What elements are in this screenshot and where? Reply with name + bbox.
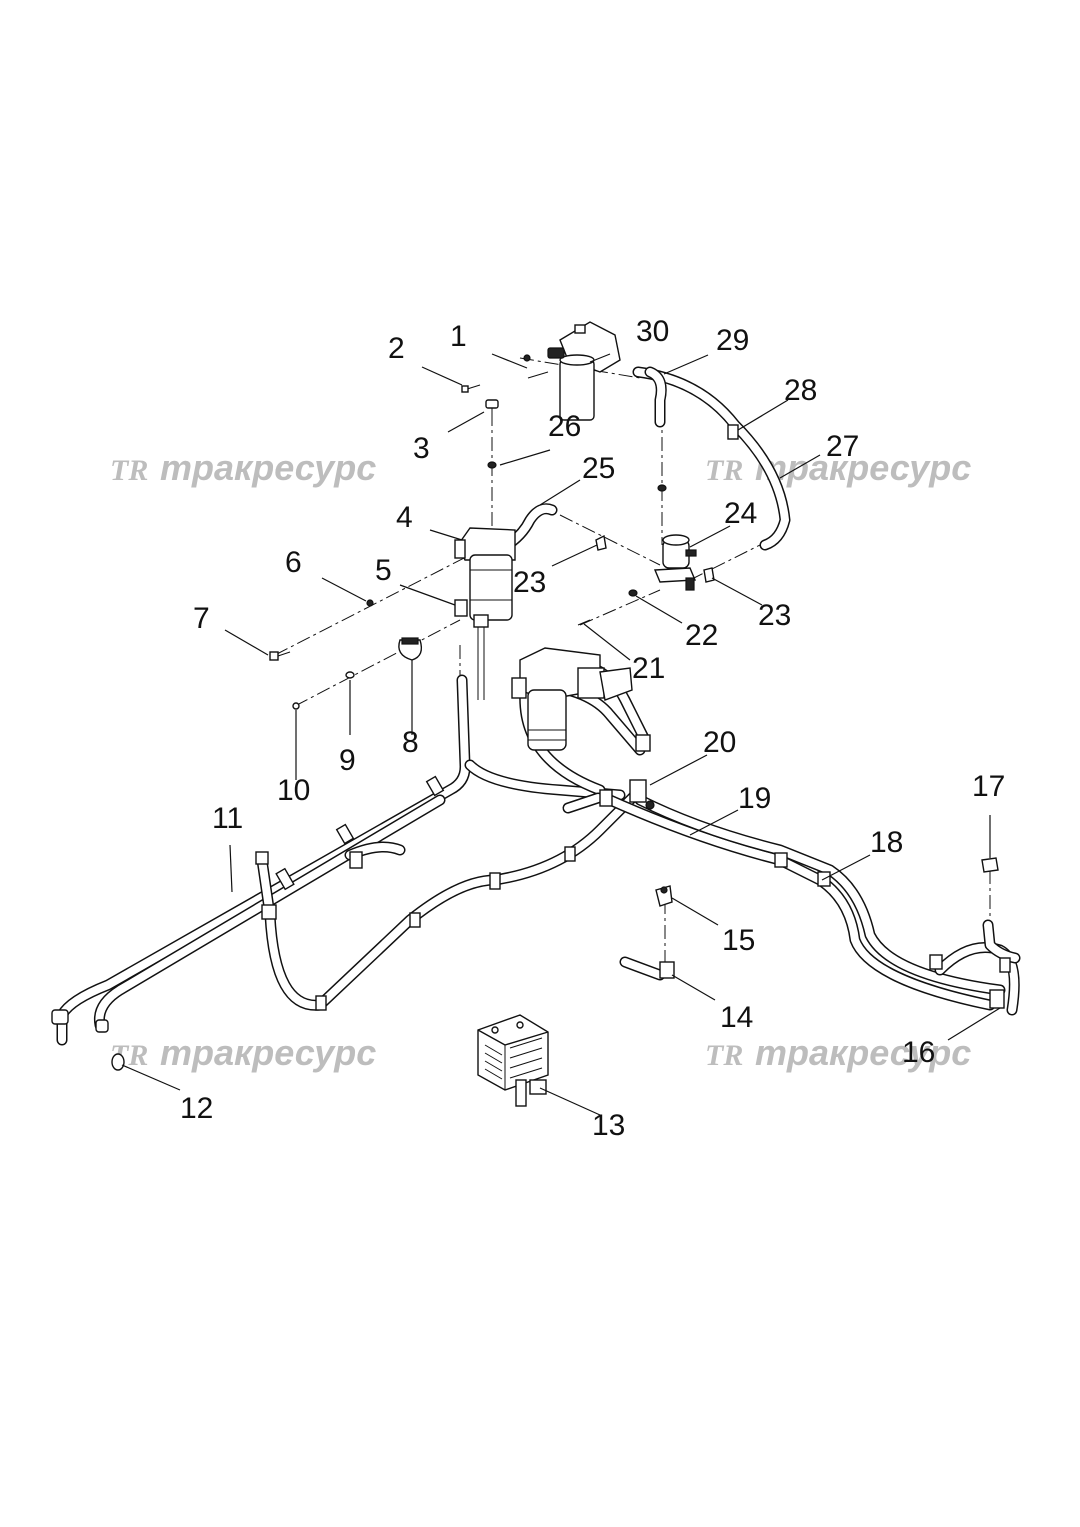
callout-2: 2 [388,332,405,365]
elbow-14 [659,961,675,979]
callout-16: 16 [902,1036,935,1069]
watermark-logo: TR [110,454,148,487]
callout-5: 5 [375,554,392,587]
clip-17 [981,857,999,873]
callout-13: 13 [592,1109,625,1142]
callout-20: 20 [703,726,736,759]
hose-clips [255,424,1011,1011]
washer [657,484,667,492]
callout-8: 8 [402,726,419,759]
nut-6 [366,599,374,607]
watermark-text: тракресурс [160,447,376,488]
callout-18: 18 [870,826,903,859]
clamp-8 [398,637,423,661]
callout-4: 4 [396,501,413,534]
callout-12: 12 [180,1092,213,1125]
leader-lines [121,353,1001,1116]
callout-21: 21 [632,652,665,685]
callout-27: 27 [826,430,859,463]
callout-10: 10 [277,774,310,807]
callout-labels: 1 2 3 4 5 6 7 8 9 10 11 12 13 14 15 16 1… [180,315,1005,1142]
cooler-13 [477,1014,549,1107]
callout-23b: 23 [758,599,791,632]
callout-7: 7 [193,602,210,635]
callout-24: 24 [724,497,757,530]
watermark-text: тракресурс [160,1032,376,1073]
bolt-21 [577,619,591,626]
callout-29: 29 [716,324,749,357]
callout-1: 1 [450,320,467,353]
fuel-pump-24 [653,534,697,591]
watermark-text: тракресурс [755,447,971,488]
bolt-3 [485,399,499,425]
filter-assembly-21 [511,647,651,752]
callout-9: 9 [339,744,356,777]
callout-6: 6 [285,546,302,579]
fitting-20 [629,779,655,810]
bolt-7 [269,651,291,661]
filter-housing-30 [547,321,621,421]
callout-23a: 23 [513,566,546,599]
bolt-1 [523,354,549,379]
callout-3: 3 [413,432,430,465]
bracket-5 [454,599,468,617]
watermark-bottom-left: TR тракресурс [110,1032,376,1073]
watermark-text: тракресурс [755,1032,971,1073]
washer-22 [628,589,638,597]
callout-30: 30 [636,315,669,348]
bolt-10 [292,702,300,710]
watermark-top-right: TR тракресурс [705,447,971,488]
washer-26 [487,461,497,469]
watermark-top-left: TR тракресурс [110,447,376,488]
callout-28: 28 [784,374,817,407]
fitting-23b [703,567,715,583]
callout-26: 26 [548,410,581,443]
callout-11: 11 [212,802,243,835]
fuel-filter-4 [454,527,516,628]
callout-15: 15 [722,924,755,957]
watermark-bottom-right: TR тракресурс [705,1032,971,1073]
watermark-logo: TR [705,1039,743,1072]
callout-22: 22 [685,619,718,652]
washer-9 [345,671,355,679]
callout-17: 17 [972,770,1005,803]
cap-12 [51,1009,125,1071]
fitting-15 [655,885,673,907]
callout-14: 14 [720,1001,753,1034]
watermark-logo: TR [705,454,743,487]
callout-25: 25 [582,452,615,485]
callout-19: 19 [738,782,771,815]
fitting-23 [595,534,607,551]
bolt-2 [461,384,481,393]
